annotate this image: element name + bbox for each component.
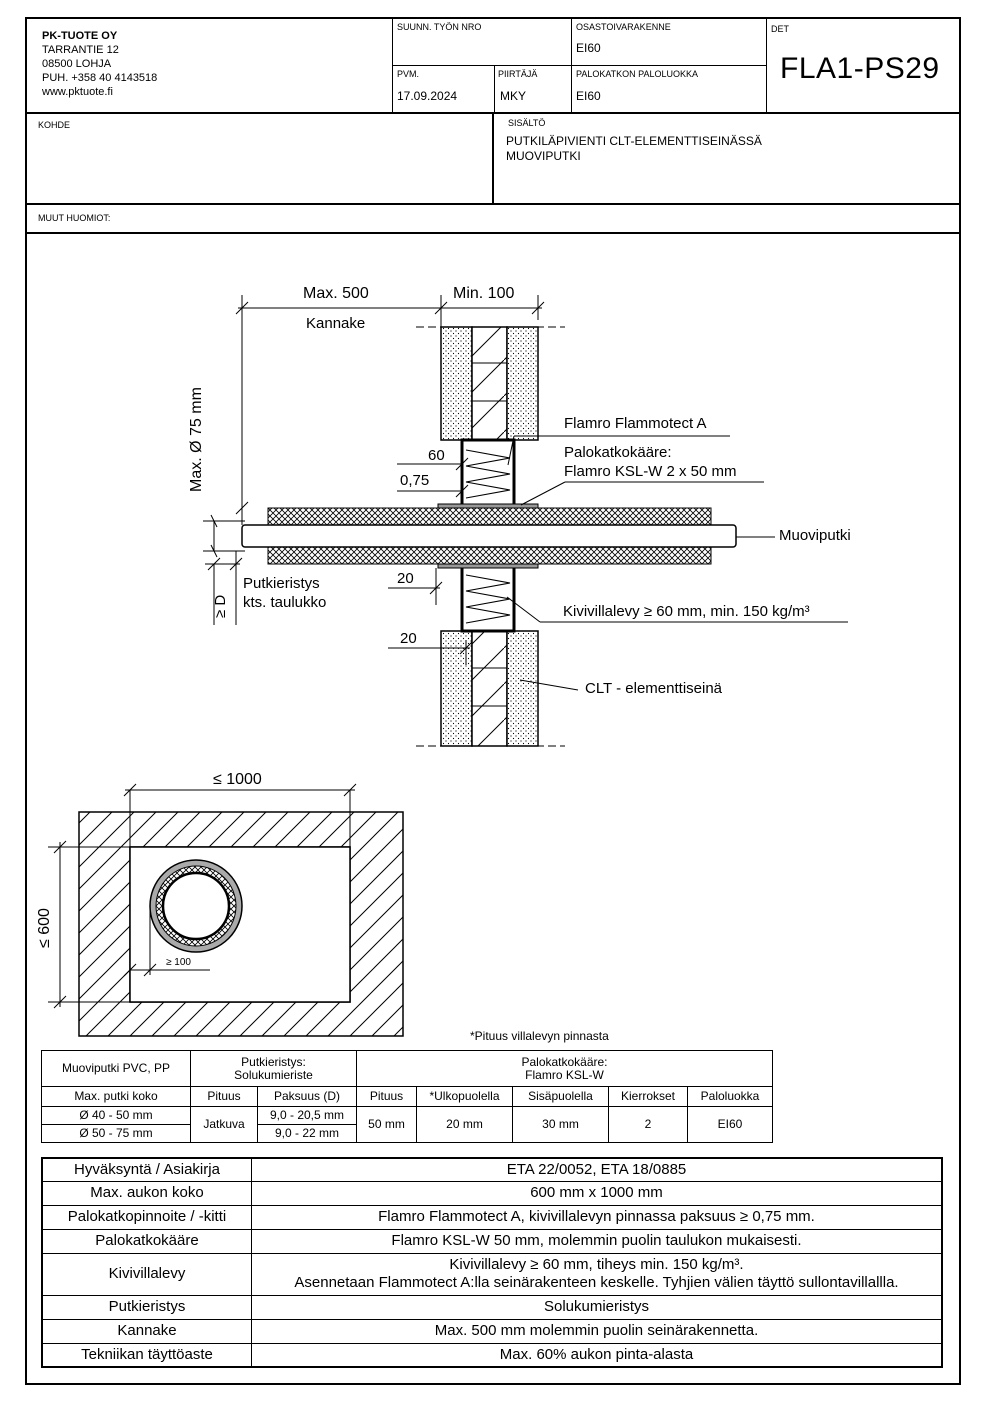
t1-jatkuva: Jatkuva bbox=[190, 1106, 258, 1143]
kohde-vline bbox=[492, 113, 494, 204]
t2-k3: Palokatkokääre bbox=[41, 1228, 252, 1254]
t2-v7: Max. 60% aukon pinta-alasta bbox=[251, 1342, 943, 1368]
pituus-note: *Pituus villalevyn pinnasta bbox=[470, 1029, 609, 1043]
label-palokatkokaare: Palokatkokääre: bbox=[564, 444, 672, 461]
t2-v6: Max. 500 mm molemmin puolin seinärakenne… bbox=[251, 1318, 943, 1344]
piirtaja-value: MKY bbox=[500, 89, 527, 103]
t2-k6: Kannake bbox=[41, 1318, 252, 1344]
t2-k7: Tekniikan täyttöaste bbox=[41, 1342, 252, 1368]
sisalto-line2: MUOVIPUTKI bbox=[506, 149, 581, 163]
t1-h-pituus: Pituus bbox=[190, 1086, 258, 1107]
kohde-divider bbox=[25, 203, 961, 205]
osasto-label: OSASTOIVARAKENNE bbox=[576, 22, 671, 32]
t1-ulko-val: 20 mm bbox=[416, 1106, 513, 1143]
dim-20a: 20 bbox=[397, 570, 414, 587]
hline-mid bbox=[392, 65, 766, 66]
muut-divider bbox=[25, 232, 961, 234]
t1-h-pipe: Muoviputki PVC, PP bbox=[41, 1050, 191, 1087]
plastic-pipe bbox=[241, 524, 737, 548]
company-name: PK-TUOTE OY bbox=[42, 30, 118, 42]
dim-max500: Max. 500 bbox=[303, 285, 369, 302]
t1-r2-size: Ø 50 - 75 mm bbox=[41, 1124, 191, 1143]
t1-h-pituus2: Pituus bbox=[356, 1086, 417, 1107]
t1-h-kierr: Kierrokset bbox=[608, 1086, 688, 1107]
paloluokka-label: PALOKATKON PALOLUOKKA bbox=[576, 69, 699, 79]
pvm-label: PVM. bbox=[397, 69, 420, 79]
dim-min100: Min. 100 bbox=[453, 285, 515, 302]
company-city: 08500 LOHJA bbox=[42, 58, 112, 70]
muut-label: MUUT HUOMIOT: bbox=[38, 213, 111, 223]
vline-4 bbox=[494, 65, 495, 113]
label-kannake: Kannake bbox=[306, 315, 366, 332]
t2-v5: Solukumieristys bbox=[251, 1294, 943, 1320]
opening-pipe bbox=[161, 871, 231, 941]
dim-20b: 20 bbox=[400, 630, 417, 647]
sisalto-label: SISÄLTÖ bbox=[508, 118, 546, 128]
t2-v1: 600 mm x 1000 mm bbox=[251, 1180, 943, 1206]
sisalto-line1: PUTKILÄPIVIENTI CLT-ELEMENTTISEINÄSSÄ bbox=[506, 134, 762, 148]
t1-r1-paksuus: 9,0 - 20,5 mm bbox=[257, 1106, 357, 1125]
paloluokka-value: EI60 bbox=[576, 89, 601, 103]
label-kivivilla: Kivivillalevy ≥ 60 mm, min. 150 kg/m³ bbox=[563, 603, 810, 620]
drawing-frame bbox=[25, 17, 961, 1385]
t1-h-paksuus: Paksuus (D) bbox=[257, 1086, 357, 1107]
pipe-spec-table: Muoviputki PVC, PP Putkieristys:Solukumi… bbox=[41, 1050, 773, 1143]
piirtaja-label: PIIRTÄJÄ bbox=[498, 69, 538, 79]
label-putkieristys: Putkieristys bbox=[243, 575, 320, 592]
t1-h-palo: Paloluokka bbox=[687, 1086, 773, 1107]
company-phone: PUH. +358 40 4143518 bbox=[42, 72, 158, 84]
t1-r2-paksuus: 9,0 - 22 mm bbox=[257, 1124, 357, 1143]
t2-v3: Flamro KSL-W 50 mm, molemmin puolin taul… bbox=[251, 1228, 943, 1254]
company-block: PK-TUOTE OY TARRANTIE 12 08500 LOHJA PUH… bbox=[42, 29, 157, 99]
label-ksl-w: Flamro KSL-W 2 x 50 mm bbox=[564, 463, 737, 480]
det-label: DET bbox=[771, 24, 789, 34]
vline-3 bbox=[766, 17, 767, 113]
company-web: www.pktuote.fi bbox=[42, 86, 113, 98]
t1-h-insul: Putkieristys:Solukumieriste bbox=[190, 1050, 357, 1087]
t1-palo-val: EI60 bbox=[687, 1106, 773, 1143]
t2-k5: Putkieristys bbox=[41, 1294, 252, 1320]
dim-075: 0,75 bbox=[400, 472, 430, 489]
sisalto-content: PUTKILÄPIVIENTI CLT-ELEMENTTISEINÄSSÄ MU… bbox=[506, 134, 762, 164]
t2-k0: Hyväksyntä / Asiakirja bbox=[41, 1157, 252, 1182]
dim-60: 60 bbox=[428, 447, 445, 464]
t1-h-ulko: *Ulkopuolella bbox=[416, 1086, 513, 1107]
t2-k4: Kivivillalevy bbox=[41, 1252, 252, 1296]
company-street: TARRANTIE 12 bbox=[42, 44, 119, 56]
dimension-lines bbox=[203, 295, 848, 691]
t1-pituus-val: 50 mm bbox=[356, 1106, 417, 1143]
t1-h-sisa: Sisäpuolella bbox=[512, 1086, 609, 1107]
dim-100: ≥ 100 bbox=[166, 957, 191, 968]
t2-v2: Flamro Flammotect A, kivivillalevyn pinn… bbox=[251, 1204, 943, 1230]
det-code: FLA1-PS29 bbox=[780, 52, 940, 85]
dim-1000: ≤ 1000 bbox=[213, 771, 262, 788]
clt-wall-lower bbox=[440, 630, 539, 747]
pvm-value: 17.09.2024 bbox=[397, 89, 458, 103]
kohde-label: KOHDE bbox=[38, 120, 71, 130]
t1-h-max: Max. putki koko bbox=[41, 1086, 191, 1107]
t2-v0: ETA 22/0052, ETA 18/0885 bbox=[251, 1157, 943, 1182]
suunn-label: SUUNN. TYÖN NRO bbox=[397, 22, 482, 32]
t1-r1-size: Ø 40 - 50 mm bbox=[41, 1106, 191, 1125]
t2-v4: Kivivillalevy ≥ 60 mm, tiheys min. 150 k… bbox=[251, 1252, 943, 1296]
t1-sisa-val: 30 mm bbox=[512, 1106, 609, 1143]
dim-600: ≤ 600 bbox=[36, 908, 53, 948]
osasto-value: EI60 bbox=[576, 41, 601, 55]
mineral-wool bbox=[460, 438, 516, 633]
label-muoviputki: Muoviputki bbox=[779, 527, 851, 544]
t1-h-wrap: Palokatkokääre:Flamro KSL-W bbox=[356, 1050, 773, 1087]
label-kts-taulukko: kts. taulukko bbox=[243, 594, 327, 611]
label-clt: CLT - elementtiseinä bbox=[585, 680, 723, 697]
t1-kierr-val: 2 bbox=[608, 1106, 688, 1143]
t2-k2: Palokatkopinnoite / -kitti bbox=[41, 1204, 252, 1230]
t2-k1: Max. aukon koko bbox=[41, 1180, 252, 1206]
clt-wall-upper bbox=[440, 326, 539, 441]
label-flammotect: Flamro Flammotect A bbox=[564, 415, 707, 432]
